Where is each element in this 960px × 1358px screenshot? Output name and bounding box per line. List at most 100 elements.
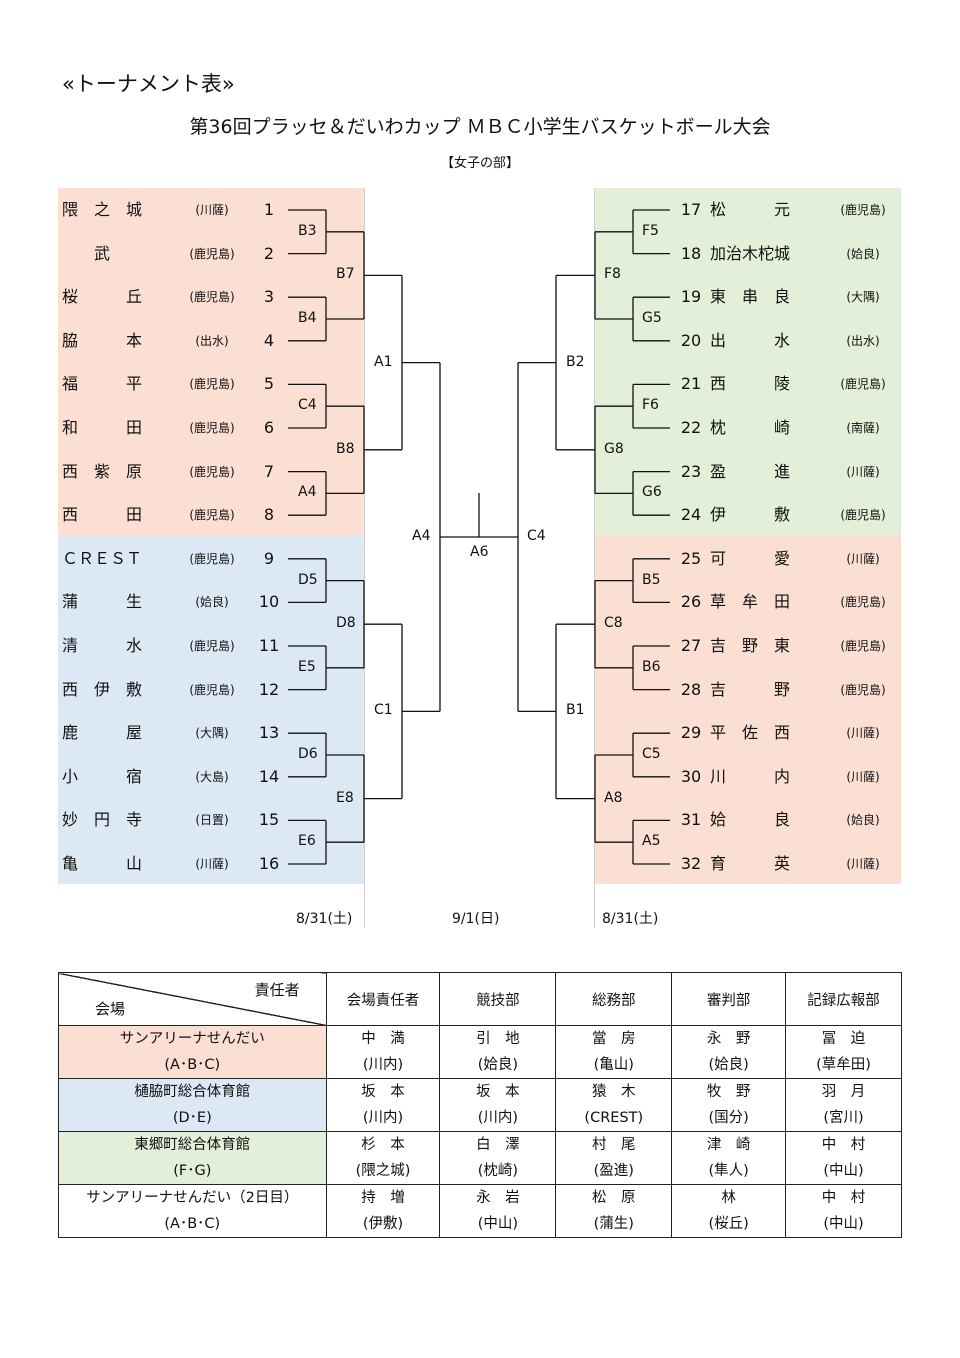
- staff-row: 樋脇町総合体育館(D･E)坂 本(川内)坂 本(川内)猿 木(CREST)牧 野…: [58, 1078, 902, 1132]
- header-cell: 競技部: [439, 972, 557, 1026]
- team-name: 清 水: [62, 636, 143, 655]
- game-label: A1: [374, 353, 393, 370]
- team-row: 吉 野(鹿児島)28: [0, 668, 960, 712]
- team-region: (川薩): [846, 857, 880, 871]
- staff-cell: 坂 本(川内): [439, 1078, 557, 1132]
- left-divider: [364, 188, 365, 928]
- staff-name: 坂 本: [361, 1084, 405, 1100]
- team-name: 西 紫 原: [62, 461, 143, 481]
- team-name: 吉 野 東: [710, 636, 791, 655]
- header-cell: 会場責任者: [325, 972, 441, 1026]
- team-region: (川薩): [846, 464, 880, 479]
- team-row: 草 牟 田(鹿児島)26: [0, 580, 960, 624]
- staff-name: 白 澤: [476, 1137, 520, 1153]
- header-cell: 審判部: [671, 972, 787, 1026]
- team-region: (鹿児島): [840, 595, 886, 610]
- venue-courts: (A･B･C): [164, 1057, 221, 1073]
- game-label: B6: [642, 658, 661, 675]
- staff-team: (亀山): [593, 1057, 634, 1073]
- game-label: A6: [470, 544, 489, 560]
- team-row: 西 陵(鹿児島)21: [0, 362, 960, 406]
- venue-cell: 東郷町総合体育館(F･G): [58, 1131, 327, 1185]
- staff-cell: 中 満(川内): [325, 1025, 441, 1079]
- game-label: C4: [298, 397, 317, 414]
- team-name: 蒲 生: [62, 592, 143, 612]
- team-seed: 24: [680, 505, 702, 525]
- team-seed: 23: [680, 461, 702, 481]
- team-name: 松 元: [710, 200, 791, 219]
- team-row: 姶 良(姶良)31: [0, 798, 960, 842]
- page-heading: «トーナメント表»: [62, 72, 235, 96]
- team-name: 妙 円 寺: [62, 810, 143, 830]
- venue-cell: サンアリーナせんだい(A･B･C): [58, 1025, 327, 1079]
- game-label: A8: [604, 789, 623, 806]
- tournament-title: 第36回プラッセ＆だいわカップ ＭＢＣ小学生バスケットボール大会: [189, 116, 771, 138]
- team-region: (川薩): [195, 203, 229, 217]
- staff-team: (隈之城): [355, 1163, 411, 1179]
- staff-team: (草牟田): [816, 1057, 871, 1073]
- team-name: 出 水: [710, 330, 791, 350]
- team-region: (鹿児島): [189, 290, 235, 305]
- staff-row: 東郷町総合体育館(F･G)杉 本(隈之城)白 澤(枕崎)村 尾(盈進)津 崎(隼…: [58, 1131, 902, 1185]
- staff-name: 冨 迫: [821, 1031, 866, 1047]
- team-seed: 31: [680, 810, 702, 830]
- game-label: F6: [642, 397, 659, 414]
- game-label: F5: [642, 222, 659, 239]
- team-region: (大島): [195, 769, 229, 784]
- team-row: 脇 本(出水)4: [0, 319, 960, 363]
- team-region: (姶良): [846, 246, 880, 261]
- team-row: 枕 崎(南薩)22: [0, 406, 960, 450]
- staff-team: (隼人): [708, 1163, 749, 1179]
- game-label: D6: [298, 746, 318, 762]
- team-seed: 8: [263, 505, 275, 525]
- team-seed: 9: [263, 548, 275, 568]
- team-row: 可 愛(川薩)25: [0, 537, 960, 581]
- team-row: 清 水 (鹿児島) 11: [0, 624, 960, 668]
- team-region: (鹿児島): [840, 639, 886, 653]
- team-row: 和 田(鹿児島)6: [0, 406, 960, 450]
- team-name: 桜 丘: [62, 287, 143, 307]
- team-seed: 19: [680, 287, 702, 307]
- team-seed: 10: [258, 592, 280, 612]
- team-name: 和 田: [62, 418, 143, 437]
- game-label: C5: [642, 746, 661, 762]
- venue-cell: 樋脇町総合体育館(D･E): [58, 1078, 327, 1132]
- staff-name: 中 村: [821, 1190, 866, 1206]
- team-seed: 7: [263, 461, 275, 481]
- team-name: 伊 敷: [710, 505, 791, 525]
- team-row: 加治木柁城(姶良)18: [0, 232, 960, 276]
- staff-team: (中山): [823, 1216, 864, 1232]
- game-label: A5: [642, 833, 661, 850]
- game-label: C8: [604, 615, 623, 632]
- team-row: 西 田(鹿児島)8: [0, 493, 960, 537]
- game-label: D8: [336, 615, 356, 632]
- staff-cell: 白 澤 (枕崎): [439, 1131, 557, 1185]
- staff-team: (枕崎): [477, 1163, 519, 1179]
- game-label: E8: [336, 789, 354, 806]
- staff-name: 羽 月: [821, 1084, 866, 1100]
- team-name: 東 串 良: [710, 287, 791, 307]
- team-name: 草 牟 田: [710, 592, 791, 612]
- team-row: 出 水(出水)20: [0, 319, 960, 363]
- staff-name: 永 野: [706, 1031, 751, 1047]
- team-name: 盈 進: [710, 461, 791, 481]
- staff-team: (川内): [477, 1110, 519, 1126]
- team-row: 亀 山(川薩)16: [0, 842, 960, 886]
- staff-cell: 當 房 (亀山): [555, 1025, 673, 1079]
- team-region: (鹿児島): [189, 508, 235, 523]
- team-row: 妙 円 寺(日置)15: [0, 798, 960, 842]
- team-region: (鹿児島): [840, 203, 886, 217]
- game-label: B1: [566, 702, 585, 719]
- team-name: 姶 良: [710, 810, 791, 830]
- venue-name: サンアリーナせんだい（2日目）: [86, 1190, 299, 1206]
- staff-name: 當 房: [592, 1031, 636, 1047]
- team-seed: 11: [258, 636, 280, 655]
- division-label: 【女子の部】: [440, 156, 519, 171]
- staff-table: 責任者 会場 会場責任者 競技部 総務部 審判部 記録広報部 サンアリーナせんだ…: [58, 972, 902, 1238]
- staff-team: (中山): [477, 1216, 519, 1232]
- team-row: 伊 敷 (鹿児島) 24: [0, 493, 960, 537]
- team-region: (姶良): [195, 595, 229, 610]
- team-name: ＣＲＥＳＴ: [62, 548, 143, 568]
- staff-row: サンアリーナせんだい（2日目）(A･B･C)持 増(伊敷)永 岩(中山)松 原(…: [58, 1184, 902, 1238]
- team-seed: 5: [263, 374, 275, 394]
